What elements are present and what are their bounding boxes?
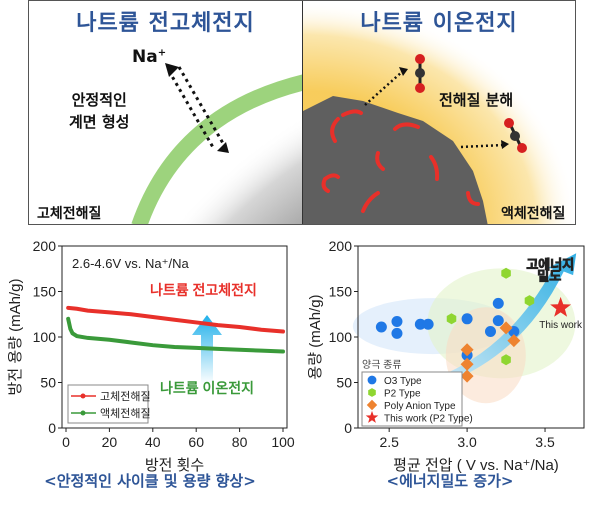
high-energy-density-annotation: 고에너지 — [526, 257, 574, 272]
legend-label: Poly Anion Type — [384, 401, 456, 412]
data-point — [446, 313, 457, 325]
x-tick-label: 60 — [188, 434, 204, 450]
stable-interface-label: 안정적인 계면 형성 — [69, 91, 130, 131]
legend-box — [361, 371, 463, 427]
solid-electrolyte-illustration — [65, 21, 303, 224]
na-ion-battery-panel: 나트륨 이온전지 전해질 분해 액체전해질 — [302, 1, 575, 224]
data-point — [366, 399, 378, 411]
this-work-annotation: This work — [539, 320, 583, 331]
y-tick-label: 150 — [329, 284, 353, 300]
co2-molecule-icon — [504, 118, 527, 153]
data-point — [367, 375, 377, 385]
na-ion-annotation: 나트륨 이온전지 — [160, 380, 254, 396]
y-tick-label: 100 — [33, 329, 57, 345]
data-series-line — [66, 316, 285, 354]
high-energy-density-annotation: 밀도 — [537, 269, 561, 284]
legend-label: 액체전해질 — [100, 406, 151, 420]
data-point — [391, 327, 403, 339]
voltage-range-annotation: 2.6-4.6V vs. Na⁺/Na — [72, 256, 189, 271]
data-point — [507, 334, 521, 348]
solid-state-battery-panel: 나트륨 전고체전지 Na+ 안정적인 계면 형성 고체전해질 — [29, 1, 303, 224]
legend-label: P2 Type — [384, 389, 421, 400]
data-point — [524, 295, 535, 307]
data-point — [484, 326, 496, 338]
y-tick-label: 0 — [48, 420, 56, 436]
y-tick-label: 200 — [33, 238, 57, 254]
y-tick-label: 100 — [329, 329, 353, 345]
cycle-stability-chart: 0 50 100 150 200 0 20 40 60 80 100 방전 횟수 방전 용량 (mAh/… — [0, 232, 300, 502]
data-series-line — [66, 305, 285, 334]
scatter-chart-canvas: 0 50 100 150 200 2.5 3.0 3.5 평균 전압 ( V vs. Na⁺/N… — [307, 238, 585, 474]
energy-density-chart: 0 50 100 150 200 2.5 3.0 3.5 평균 전압 ( V vs. Na⁺/N… — [300, 232, 600, 502]
x-tick-label: 3.0 — [457, 434, 477, 450]
line-chart-canvas: 0 50 100 150 200 0 20 40 60 80 100 방전 횟수 방전 용량 (mAh/… — [7, 238, 295, 474]
data-point — [492, 315, 504, 327]
co2-molecule-icon — [415, 54, 425, 93]
data-point — [501, 267, 511, 279]
na-ion-label: Na+ — [132, 47, 167, 67]
y-tick-label: 200 — [329, 238, 353, 254]
data-point — [492, 297, 504, 309]
x-tick-label: 40 — [145, 434, 161, 450]
right-chart-caption: <에너지밀도 증가> — [386, 472, 514, 490]
data-point-star — [365, 410, 379, 423]
legend-label: 고체전해질 — [100, 389, 151, 403]
data-point — [461, 313, 473, 325]
liquid-electrolyte-illustration — [303, 1, 575, 224]
x-tick-label: 3.5 — [535, 434, 555, 450]
liquid-electrolyte-label: 액체전해질 — [501, 206, 566, 222]
x-axis-label: 방전 횟수 — [145, 457, 204, 474]
data-point — [375, 321, 387, 333]
data-point — [368, 388, 376, 397]
solid-state-annotation: 나트륨 전고체전지 — [150, 282, 257, 298]
left-chart-caption: <안정적인 사이클 및 용량 향상> — [44, 472, 256, 490]
x-tick-label: 100 — [271, 434, 295, 450]
legend-label: This work (P2 Type) — [384, 414, 473, 425]
y-axis-label: 방전 용량 (mAh/g) — [7, 279, 24, 396]
data-point-star — [550, 296, 572, 317]
x-tick-label: 20 — [102, 434, 118, 450]
data-point — [499, 321, 513, 335]
data-point — [501, 354, 511, 366]
y-tick-label: 0 — [344, 420, 352, 436]
solid-electrolyte-label: 고체전해질 — [37, 206, 102, 222]
x-tick-label: 80 — [232, 434, 248, 450]
data-point — [460, 357, 474, 371]
x-axis-label: 평균 전압 ( V vs. Na⁺/Na) — [393, 457, 559, 474]
data-point — [460, 343, 474, 357]
y-tick-label: 50 — [40, 375, 56, 391]
legend-label: O3 Type — [384, 376, 422, 387]
illustration-panel: 나트륨 전고체전지 Na+ 안정적인 계면 형성 고체전해질 — [28, 0, 576, 225]
legend-box — [67, 384, 149, 424]
electrolyte-decomposition-label: 전해질 분해 — [439, 91, 514, 109]
solid-battery-title: 나트륨 전고체전지 — [76, 11, 255, 36]
y-tick-label: 150 — [33, 284, 57, 300]
data-point — [414, 318, 426, 330]
x-tick-label: 0 — [62, 434, 70, 450]
na-ion-battery-title: 나트륨 이온전지 — [360, 11, 518, 36]
data-point — [460, 369, 474, 383]
legend-title: 양극 종류 — [362, 359, 402, 371]
y-axis-label: 용량 (mAh/g) — [307, 294, 324, 379]
y-tick-label: 50 — [336, 375, 352, 391]
x-tick-label: 2.5 — [379, 434, 399, 450]
data-point — [422, 318, 434, 330]
data-point — [391, 316, 403, 328]
